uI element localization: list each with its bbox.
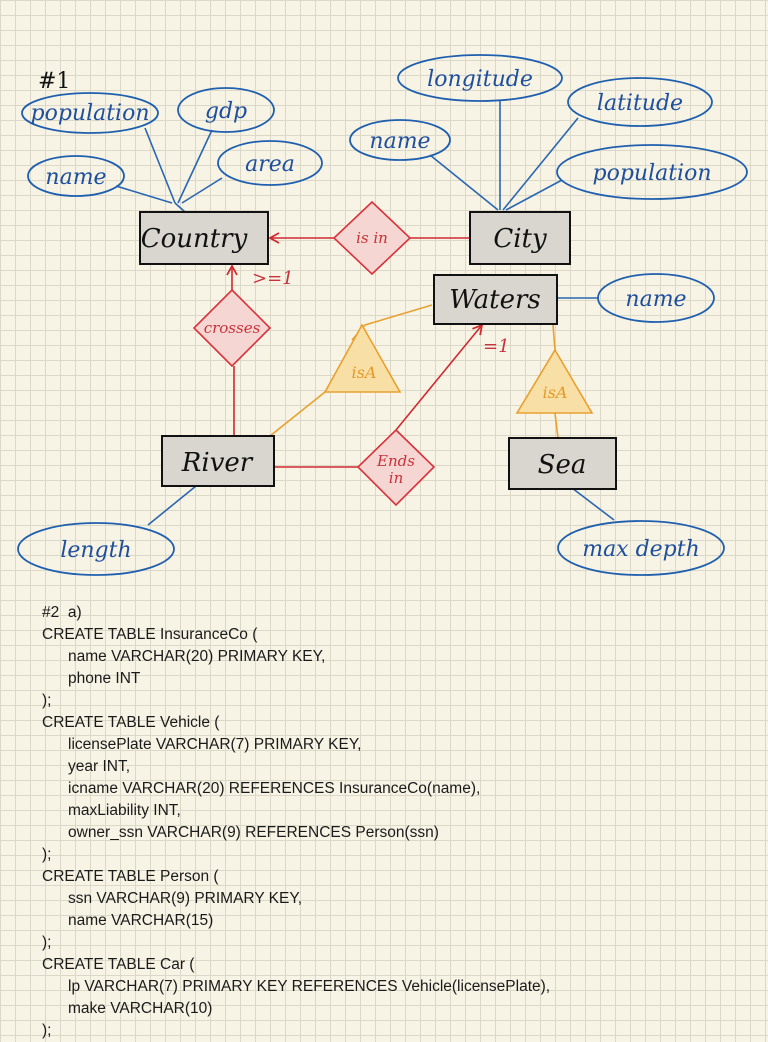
- svg-text:River: River: [181, 448, 254, 478]
- sql-close: );: [42, 934, 52, 951]
- svg-text:length: length: [60, 538, 131, 563]
- svg-text:name: name: [625, 287, 686, 312]
- attribute-country-gdp: gdp: [177, 87, 275, 133]
- attribute-city-population: population: [556, 144, 748, 200]
- entity-waters: Waters: [433, 274, 558, 325]
- sql-column: maxLiability INT,: [68, 802, 181, 819]
- sql-answer: #2 a) CREATE TABLE InsuranceCo ( name VA…: [42, 602, 752, 1042]
- sql-create-table: CREATE TABLE Person (: [42, 868, 219, 885]
- sql-create-table: CREATE TABLE InsuranceCo (: [42, 626, 258, 643]
- sql-column: make VARCHAR(10): [68, 1000, 213, 1017]
- sql-column: name VARCHAR(15): [68, 912, 214, 929]
- entity-country: Country: [139, 211, 269, 265]
- relationship-is-in: is in: [332, 200, 412, 276]
- svg-text:gdp: gdp: [205, 99, 247, 124]
- relationship-crosses: crosses: [192, 288, 272, 368]
- sql-create-table: CREATE TABLE Car (: [42, 956, 195, 973]
- sql-column: phone INT: [68, 670, 141, 687]
- attribute-river-length: length: [17, 522, 175, 576]
- svg-text:Sea: Sea: [538, 450, 587, 480]
- svg-text:area: area: [245, 152, 295, 177]
- sql-column: lp VARCHAR(7) PRIMARY KEY REFERENCES Veh…: [68, 978, 551, 995]
- attribute-sea-max-depth: max depth: [557, 520, 725, 576]
- sql-close: );: [42, 846, 52, 863]
- svg-text:is in: is in: [356, 229, 388, 247]
- entity-city: City: [469, 211, 571, 265]
- attribute-city-name: name: [349, 119, 451, 161]
- problem-label: #1: [38, 69, 70, 94]
- sql-column: name VARCHAR(20) PRIMARY KEY,: [68, 648, 326, 665]
- crosses-constraint: >=1: [252, 268, 294, 289]
- attribute-country-area: area: [217, 140, 323, 186]
- sql-close: );: [42, 1022, 52, 1039]
- sql-close: );: [42, 692, 52, 709]
- svg-text:population: population: [592, 161, 711, 186]
- svg-text:latitude: latitude: [597, 91, 683, 116]
- svg-text:population: population: [30, 101, 149, 126]
- attribute-city-longitude: longitude: [397, 54, 563, 102]
- attribute-country-population: population: [21, 92, 159, 134]
- sql-column: ssn VARCHAR(9) PRIMARY KEY,: [68, 890, 303, 907]
- svg-text:name: name: [369, 129, 430, 154]
- svg-text:City: City: [493, 224, 547, 254]
- svg-text:max depth: max depth: [582, 537, 700, 562]
- svg-text:isA: isA: [352, 363, 377, 382]
- sea-max-depth-line: [571, 487, 615, 521]
- svg-text:name: name: [45, 165, 106, 190]
- svg-text:Ends: Ends: [376, 452, 415, 470]
- sql-column: year INT,: [68, 758, 131, 775]
- ends-constraint: =1: [483, 336, 510, 357]
- svg-text:Waters: Waters: [449, 285, 541, 315]
- er-diagram: #1 population gdp name area longitude la…: [17, 54, 748, 576]
- city-attribute-lines: [429, 100, 579, 211]
- attribute-city-latitude: latitude: [567, 77, 713, 127]
- isa-sea-waters: isA: [515, 348, 594, 414]
- entity-river: River: [161, 435, 275, 487]
- attribute-waters-name: name: [597, 273, 715, 323]
- sql-create-table: CREATE TABLE Vehicle (: [42, 714, 220, 731]
- entity-sea: Sea: [508, 437, 617, 490]
- svg-text:crosses: crosses: [204, 319, 261, 337]
- river-length-line: [147, 485, 197, 526]
- svg-text:isA: isA: [543, 383, 568, 402]
- sql-column: icname VARCHAR(20) REFERENCES InsuranceC…: [68, 780, 481, 797]
- sql-heading: #2 a): [42, 604, 82, 621]
- svg-text:Country: Country: [141, 224, 248, 254]
- svg-text:in: in: [389, 469, 403, 487]
- attribute-country-name: name: [27, 155, 125, 197]
- country-attribute-lines: [115, 127, 223, 213]
- sql-column: licensePlate VARCHAR(7) PRIMARY KEY,: [68, 736, 362, 753]
- relationship-lines: [226, 232, 484, 468]
- relationship-ends-in: Ends in: [356, 428, 436, 507]
- sql-column: owner_ssn VARCHAR(9) REFERENCES Person(s…: [68, 824, 439, 841]
- svg-text:longitude: longitude: [427, 67, 533, 92]
- isa-river-waters: isA: [323, 323, 402, 393]
